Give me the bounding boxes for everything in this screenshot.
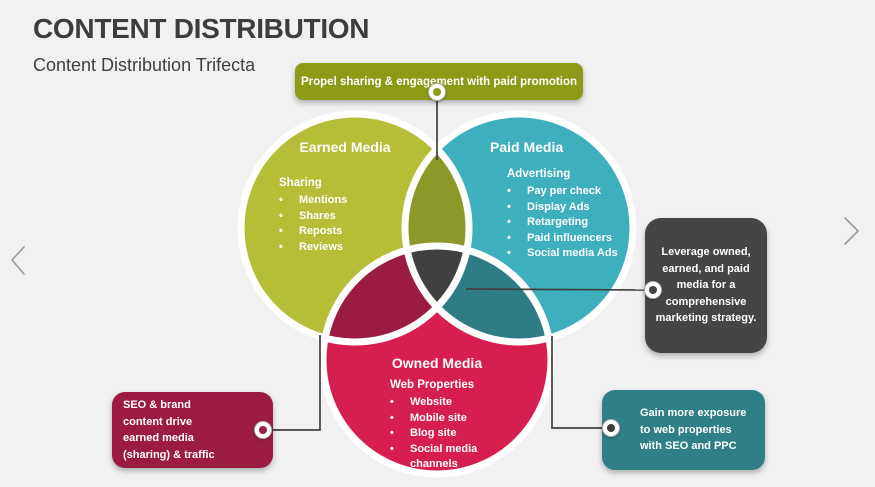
earned-circle-outline <box>237 110 473 346</box>
callout-text: Propel sharing & engagement with paid pr… <box>300 75 578 88</box>
connector-anchor-bottom-left <box>254 421 272 439</box>
callout-seo-brand-content: SEO & brand content drive earned media (… <box>112 392 273 468</box>
list-item: Display Ads <box>507 200 642 216</box>
list-item: Retargeting <box>507 215 642 231</box>
connector-anchor-top <box>428 83 446 101</box>
list-item: Reviews <box>279 240 404 256</box>
list-item: Social media Ads <box>507 246 642 262</box>
list-item: Social media channels <box>390 442 495 473</box>
list-item: Mobile site <box>390 411 495 427</box>
connector-anchor-right <box>644 281 662 299</box>
paid-owned-overlap <box>405 246 551 342</box>
connector-right <box>465 288 651 291</box>
list-item: Blog site <box>390 426 495 442</box>
chevron-right-icon[interactable] <box>844 217 859 245</box>
callout-text: Leverage owned, earned, and paid media f… <box>655 246 757 325</box>
page-subtitle: Content Distribution Trifecta <box>33 55 256 75</box>
callout-text: Gain more exposure to web properties wit… <box>640 407 747 453</box>
paid-media-list: Advertising Pay per check Display Ads Re… <box>507 168 642 262</box>
paid-media-title: Paid Media <box>490 139 564 155</box>
connector-bottom-left <box>265 335 321 431</box>
owned-circle-outline <box>319 242 555 478</box>
earned-media-title: Earned Media <box>299 139 391 155</box>
earned-media-list: Sharing Mentions Shares Reposts Reviews <box>279 177 404 255</box>
chevron-left-icon[interactable] <box>11 246 25 275</box>
owned-subheading: Web Properties <box>390 379 475 391</box>
list-item: Mentions <box>279 193 404 209</box>
list-item: Paid influencers <box>507 231 642 247</box>
callout-seo-ppc: Gain more exposure to web properties wit… <box>602 390 765 470</box>
connector-anchor-bottom-right <box>602 419 620 437</box>
callout-text: SEO & brand content drive earned media (… <box>123 399 215 461</box>
paid-subheading: Advertising <box>507 168 571 180</box>
connector-bottom-right <box>551 336 609 429</box>
earned-owned-overlap <box>323 246 469 342</box>
page-title: CONTENT DISTRIBUTION <box>33 13 370 44</box>
list-item: Website <box>390 395 495 411</box>
owned-media-list: Web Properties Website Mobile site Blog … <box>390 379 495 473</box>
list-item: Pay per check <box>507 184 642 200</box>
list-item: Shares <box>279 209 404 225</box>
list-item: Reposts <box>279 224 404 240</box>
owned-media-title: Owned Media <box>391 355 483 371</box>
callout-marketing-strategy: Leverage owned, earned, and paid media f… <box>645 218 767 353</box>
earned-subheading: Sharing <box>279 177 322 189</box>
